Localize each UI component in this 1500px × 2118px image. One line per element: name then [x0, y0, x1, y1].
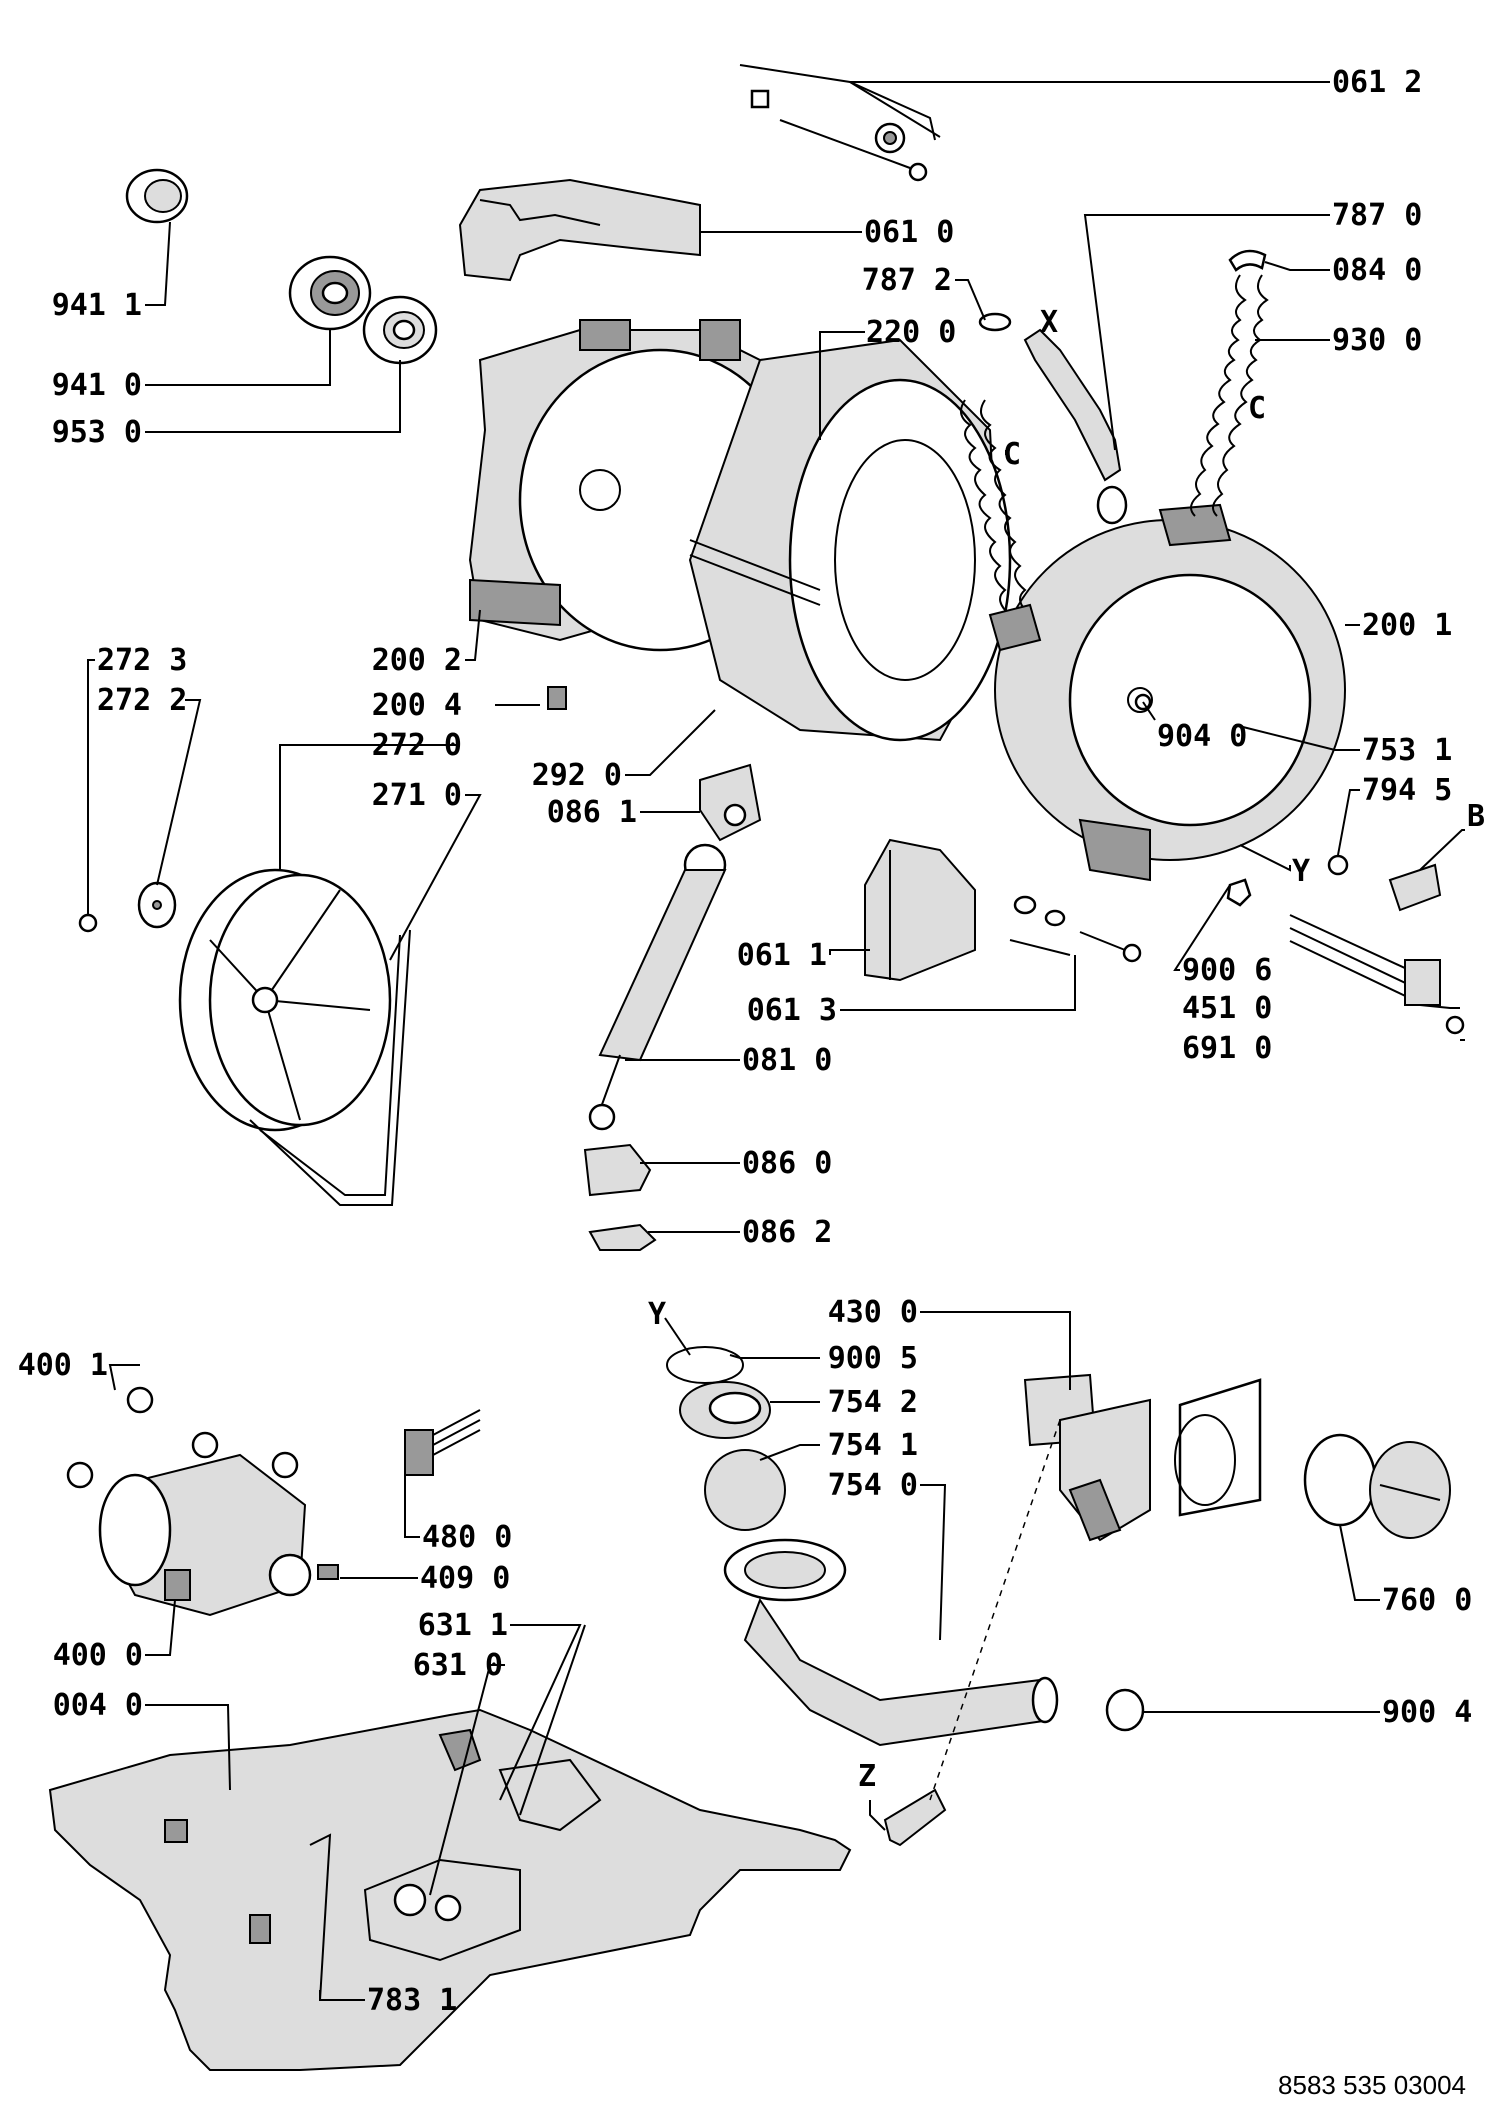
pump-part-4300: [1023, 1373, 1262, 1542]
label-c-left: C: [1003, 437, 1022, 472]
washer-part-2722: [137, 881, 177, 929]
label-part-4510: 451 0: [1182, 991, 1273, 1026]
label-part-2004: 200 4: [371, 688, 462, 723]
label-part-0612: 061 2: [1332, 65, 1423, 100]
label-part-0611: 061 1: [736, 938, 827, 973]
label-part-9410: 941 0: [51, 368, 142, 403]
base-part-0040: [48, 1708, 852, 2071]
nut-part-2723: [78, 913, 98, 933]
clip-part-2004: [547, 686, 567, 710]
label-part-0613: 061 3: [746, 993, 837, 1028]
hose-part-z: [883, 1788, 947, 1847]
label-part-0810: 081 0: [742, 1043, 833, 1078]
label-part-0610: 061 0: [864, 215, 955, 250]
label-part-9530: 953 0: [51, 415, 142, 450]
bearing-part-9410: [288, 255, 372, 331]
label-part-4001: 400 1: [17, 1348, 108, 1383]
label-part-7540: 754 0: [827, 1468, 918, 1503]
label-part-4000: 400 0: [52, 1638, 143, 1673]
label-part-7945: 794 5: [1362, 773, 1453, 808]
label-part-6311: 631 1: [417, 1608, 508, 1643]
fixings-part-0613: [1009, 895, 1142, 963]
clip-part-9006: [1226, 878, 1252, 907]
heater-part-4510: [1289, 914, 1441, 1006]
label-part-6910: 691 0: [1182, 1031, 1273, 1066]
clip-part-7872: [978, 312, 1012, 332]
label-part-2001: 200 1: [1362, 608, 1453, 643]
weight-part-0611: [864, 838, 976, 982]
label-part-7831: 783 1: [367, 1983, 458, 2018]
label-part-2710: 271 0: [371, 778, 462, 813]
drum-part-2200: [688, 338, 1012, 742]
leader-lines: [87, 81, 1465, 2001]
label-part-2720: 272 0: [371, 728, 462, 763]
belt-part-2710: [249, 929, 411, 1206]
clip-part-4001: [126, 1386, 154, 1414]
label-part-7600: 760 0: [1382, 1583, 1473, 1618]
filter-part-7600: [1303, 1433, 1451, 1539]
clamp-part-9004: [1105, 1688, 1145, 1732]
label-part-7531: 753 1: [1362, 733, 1453, 768]
label-part-7870: 787 0: [1332, 198, 1423, 233]
label-part-2722: 272 2: [97, 683, 188, 718]
label-part-0840: 084 0: [1332, 253, 1423, 288]
label-part-7872: 787 2: [861, 263, 952, 298]
label-part-4090: 409 0: [420, 1561, 511, 1596]
front-tub-part-2001: [994, 503, 1346, 882]
label-part-0861: 086 1: [546, 795, 637, 830]
spring-part-c-left: [960, 399, 1042, 652]
label-part-4300: 430 0: [827, 1295, 918, 1330]
sump-hose-part-7540: [723, 1538, 1059, 1747]
label-part-7541: 754 1: [827, 1428, 918, 1463]
label-part-2920: 292 0: [531, 758, 622, 793]
label-part-2200: 220 0: [866, 315, 957, 350]
seal-part-7542: [679, 1381, 771, 1439]
label-part-9005: 900 5: [827, 1341, 918, 1376]
label-part-9004: 900 4: [1382, 1695, 1473, 1730]
spring-part-9300: [1190, 274, 1269, 517]
ntc-part-b: [1388, 863, 1442, 912]
label-part-4800: 480 0: [422, 1520, 513, 1555]
label-part-9411: 941 1: [51, 288, 142, 323]
bracket-part-0612: [739, 64, 936, 182]
brush-part-4090: [317, 1564, 339, 1580]
motor-part-4000: [66, 1431, 312, 1617]
label-part-6310: 631 0: [412, 1648, 503, 1683]
document-number: 8583 535 03004: [1278, 2070, 1466, 2100]
label-y-upper: Y: [1292, 854, 1311, 889]
clip-part-7945: [1327, 854, 1349, 876]
label-part-7542: 754 2: [827, 1385, 918, 1420]
seal-part-9530: [362, 295, 438, 365]
counterweight-part-0610: [458, 178, 701, 282]
label-part-0040: 004 0: [52, 1688, 143, 1723]
clamp-part-9005: [666, 1346, 744, 1384]
label-y-lower: Y: [648, 1297, 667, 1332]
label-x: X: [1040, 305, 1059, 340]
label-c-right: C: [1248, 391, 1267, 426]
label-part-9300: 930 0: [1332, 323, 1423, 358]
bearing-part-9411: [125, 168, 189, 224]
hook-part-0840: [1228, 249, 1267, 272]
connector-part-4800: [404, 1409, 481, 1476]
mount-part-0860: [583, 1143, 652, 1197]
label-z: Z: [858, 1759, 877, 1794]
label-part-2723: 272 3: [97, 643, 188, 678]
hose-part-7870: [1023, 328, 1128, 525]
pulley-part-2720: [178, 868, 392, 1132]
label-part-9006: 900 6: [1182, 953, 1273, 988]
damper-part-0810: [588, 843, 727, 1131]
label-part-0862: 086 2: [742, 1215, 833, 1250]
ball-part-7541: [704, 1449, 786, 1531]
label-part-2002: 200 2: [371, 643, 462, 678]
bracket-part-0861: [699, 763, 762, 842]
nut-part-6910: [1445, 1015, 1465, 1035]
mount-part-0862: [588, 1223, 657, 1251]
label-b: B: [1467, 799, 1486, 834]
label-part-9040: 904 0: [1157, 719, 1248, 754]
label-part-0860: 086 0: [742, 1146, 833, 1181]
